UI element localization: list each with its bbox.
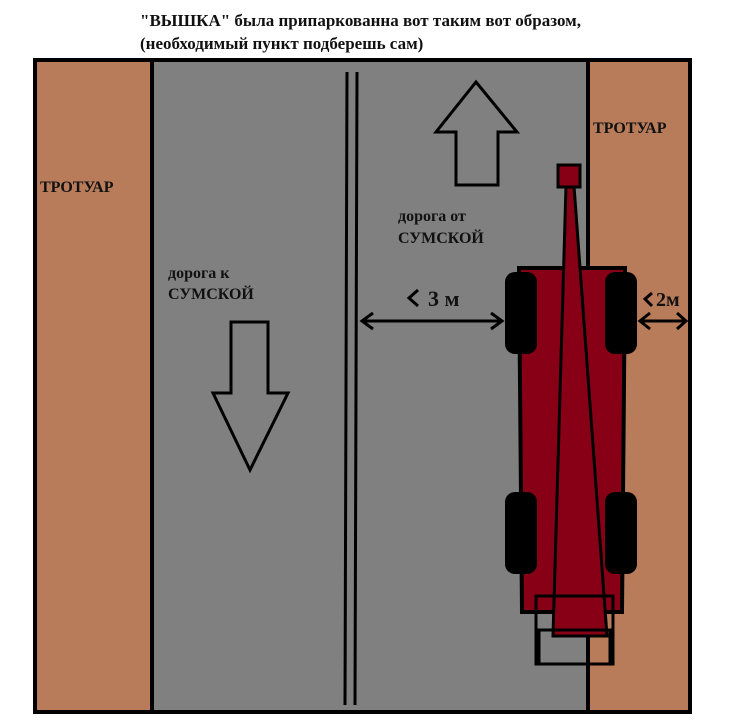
wheel-front-left xyxy=(505,272,537,354)
road-to-label-2: СУМСКОЙ xyxy=(168,284,254,303)
truck xyxy=(505,163,637,666)
wheel-rear-left xyxy=(505,492,537,574)
road-from-label-2: СУМСКОЙ xyxy=(398,228,484,247)
title-line-2: (необходимый пункт подберешь сам) xyxy=(140,34,423,53)
distance-arrow-lane xyxy=(359,288,505,331)
distance-sidewalk-label: 2м xyxy=(656,289,680,311)
distance-arrow-sidewalk xyxy=(637,291,689,331)
road xyxy=(150,58,590,714)
sidewalk-left xyxy=(33,58,154,714)
wheel-front-right xyxy=(605,272,637,354)
wheel-rear-right xyxy=(605,492,637,574)
arrow-down-icon xyxy=(210,320,291,474)
arrow-up-icon xyxy=(432,79,521,187)
road-from-label-1: дорога от xyxy=(398,208,466,225)
center-line-left xyxy=(343,71,349,706)
boom-base xyxy=(537,628,612,666)
sidewalk-left-label: ТРОТУАР xyxy=(40,179,114,196)
boom-basket xyxy=(556,163,582,189)
distance-lane-label: 3 м xyxy=(428,286,460,311)
road-to-label-1: дорога к xyxy=(168,265,230,282)
sidewalk-right-label: ТРОТУАР xyxy=(593,120,667,137)
center-line-right xyxy=(353,71,359,706)
title-line-1: "ВЫШКА" была припаркованна вот таким вот… xyxy=(140,11,581,30)
